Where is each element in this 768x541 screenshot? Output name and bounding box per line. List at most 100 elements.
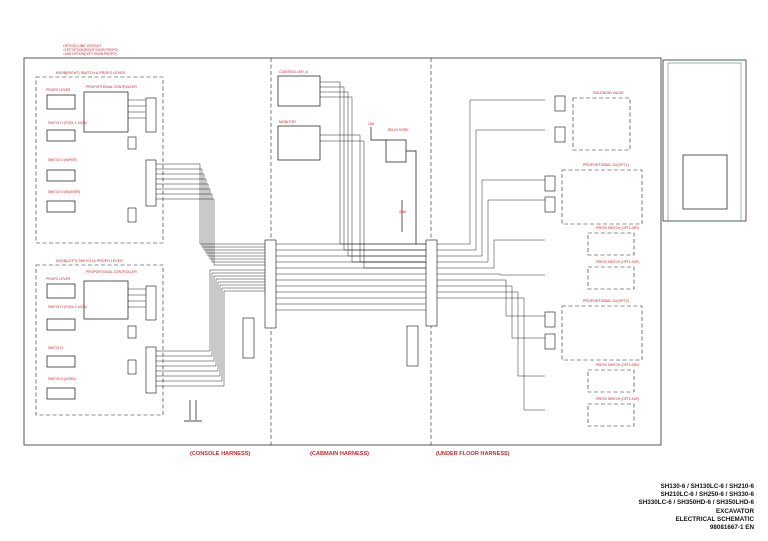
console-plug xyxy=(242,317,255,359)
switch3-label: SWITCH 3 (HORN) xyxy=(48,377,76,381)
controller-a-label: CONTROLLER_A xyxy=(279,70,309,74)
lower-console-wire xyxy=(156,269,265,352)
lower-console-wire xyxy=(156,275,265,362)
switch3-box xyxy=(46,387,76,400)
upper-console-wire xyxy=(156,198,265,266)
under-floor-harness-label: (UNDER FLOOR HARNESS) xyxy=(436,451,510,457)
press-switch-4-label: PRESS SWITCH (OPT2-SUP) xyxy=(596,397,639,401)
legend xyxy=(662,59,747,222)
cab-items: CONTROLLER_A MONITOR 15A RELAY HORN GND xyxy=(242,70,438,367)
valve-connector-3 xyxy=(544,175,556,192)
floor-wire xyxy=(437,99,545,245)
monitor-label: MONITOR xyxy=(279,120,296,124)
controller-label: PROPORTIONAL CONTROLLER xyxy=(86,270,137,274)
prop-sv-opt1-label: PROPORTIONAL SV(OPT1) xyxy=(583,163,629,167)
press-switch-2-box xyxy=(587,266,635,290)
prop-sv-opt2-label: PROPORTIONAL SV(OPT2) xyxy=(583,299,629,303)
connector-f xyxy=(145,346,157,394)
controller-a-box xyxy=(277,75,321,107)
controller-box xyxy=(83,280,129,320)
cab-floor-connector xyxy=(425,239,438,327)
switch1-box xyxy=(46,129,76,142)
floor-plug xyxy=(406,325,419,367)
upper-console-wire xyxy=(156,173,265,251)
connector-c xyxy=(127,136,137,150)
solenoid-valve-label: SOLENOID VALVE xyxy=(593,91,624,95)
floor-wire xyxy=(437,199,545,263)
connector-b xyxy=(145,159,157,207)
legend-table xyxy=(682,154,728,210)
relay-horn-box xyxy=(385,139,407,163)
option-note-line-2: <1ST OPTION(RIGHT KNOB PROPO) xyxy=(63,48,118,52)
switch1-label: SWITCH 1 (P.SOL 1 100%) xyxy=(48,121,87,125)
relay-wire xyxy=(370,127,386,141)
propo-lever-box xyxy=(46,283,76,299)
upper-console-wire xyxy=(156,193,265,263)
controller-box xyxy=(83,91,129,133)
upper-console-wire xyxy=(156,178,265,254)
switch2-box xyxy=(46,169,76,182)
switch2-label: SWITCH 2 (WIPER) xyxy=(48,158,77,162)
switch1-label: SWITCH 1 (P.SOL 2 100%) xyxy=(48,305,87,309)
connector-g xyxy=(127,325,137,339)
press-switch-2-label: PRESS SWITCH (OPT1-SUP) xyxy=(596,260,639,264)
document-type: ELECTRICAL SCHEMATIC xyxy=(675,515,754,523)
relay-wire xyxy=(406,150,417,244)
upper-console-wire xyxy=(156,168,265,248)
valve-connector-2 xyxy=(554,126,566,143)
floor-wire xyxy=(437,179,545,257)
floor-wire xyxy=(437,285,545,339)
monitor-wire xyxy=(320,140,426,269)
press-switch-1-label: PRESS SWITCH (OPT1-DRV) xyxy=(596,226,639,230)
controller-feed-wire xyxy=(320,91,426,257)
upper-console-wire xyxy=(156,188,265,260)
controller-feed-wire xyxy=(320,86,426,251)
fuse-label: 15A xyxy=(368,122,375,126)
lower-console-wire xyxy=(156,284,265,377)
switch1-box xyxy=(46,318,76,331)
option-note: OPTION LINE CIRCUIT <1ST OPTION(RIGHT KN… xyxy=(63,44,118,56)
press-switch-3-box xyxy=(587,369,635,393)
model-line-2: SH210LC-6 / SH250-6 / SH330-6 xyxy=(660,491,754,499)
legend-inner xyxy=(667,62,742,222)
lower-console-wire xyxy=(156,278,265,367)
controller-feed-wire xyxy=(320,81,426,245)
switch2-box xyxy=(46,355,76,368)
valve-connector-5 xyxy=(544,311,556,328)
prop-sv-opt1-box xyxy=(561,169,643,225)
propo-lever-label: PROPO LEVER xyxy=(46,88,71,92)
model-line-1: SH130-6 / SH130LC-6 / SH210-6 xyxy=(660,483,754,490)
connector-h xyxy=(127,359,137,375)
connector-d xyxy=(127,207,137,223)
floor-wire xyxy=(437,297,545,411)
console-harness-label: (CONSOLE HARNESS) xyxy=(190,451,250,457)
knob-left-switch-group: KNOB(LEFT) SWITCH & PROPO LEVER PROPO LE… xyxy=(35,259,164,416)
floor-wire xyxy=(437,273,545,276)
valve-connector-4 xyxy=(544,196,556,213)
connector-a xyxy=(145,97,157,133)
press-switch-4-box xyxy=(587,403,635,427)
switch3-label: SWITCH 3 (WASHER) xyxy=(48,190,80,194)
option-note-line-3: <2ND OPTION(LEFT KNOB PROPO) xyxy=(63,52,117,56)
floor-wire xyxy=(437,239,545,269)
floor-wire xyxy=(437,129,545,251)
lower-console-wire xyxy=(156,272,265,357)
valve-groups: SOLENOID VALVE PROPORTIONAL SV(OPT1) PRE… xyxy=(544,91,643,427)
machine-type: EXCAVATOR xyxy=(715,507,754,515)
upper-console-wire xyxy=(156,163,265,245)
model-line-3: SH330LC-6 / SH350HD-6 / SH350LHD-6 xyxy=(638,499,754,507)
lower-console-wire xyxy=(156,287,265,382)
connector-e xyxy=(145,285,157,321)
valve-connector-1 xyxy=(554,95,566,112)
wiring xyxy=(128,81,545,422)
group-header: KNOB(LEFT) SWITCH & PROPO LEVER xyxy=(56,259,123,263)
group-header: KNOB(RIGHT) SWITCH & PROPO LEVER xyxy=(56,71,125,75)
propo-lever-label: PROPO LEVER xyxy=(46,277,71,281)
press-switch-3-label: PRESS SWITCH (OPT2-DRV) xyxy=(596,363,639,367)
option-note-line-1: OPTION LINE CIRCUIT xyxy=(63,44,102,48)
title-block: SH130-6 / SH130LC-6 / SH210-6 SH210LC-6 … xyxy=(554,483,754,532)
lower-console-wire xyxy=(156,281,265,372)
monitor-box xyxy=(277,125,321,161)
knob-left-group-box xyxy=(35,264,164,416)
floor-wire xyxy=(437,291,545,377)
